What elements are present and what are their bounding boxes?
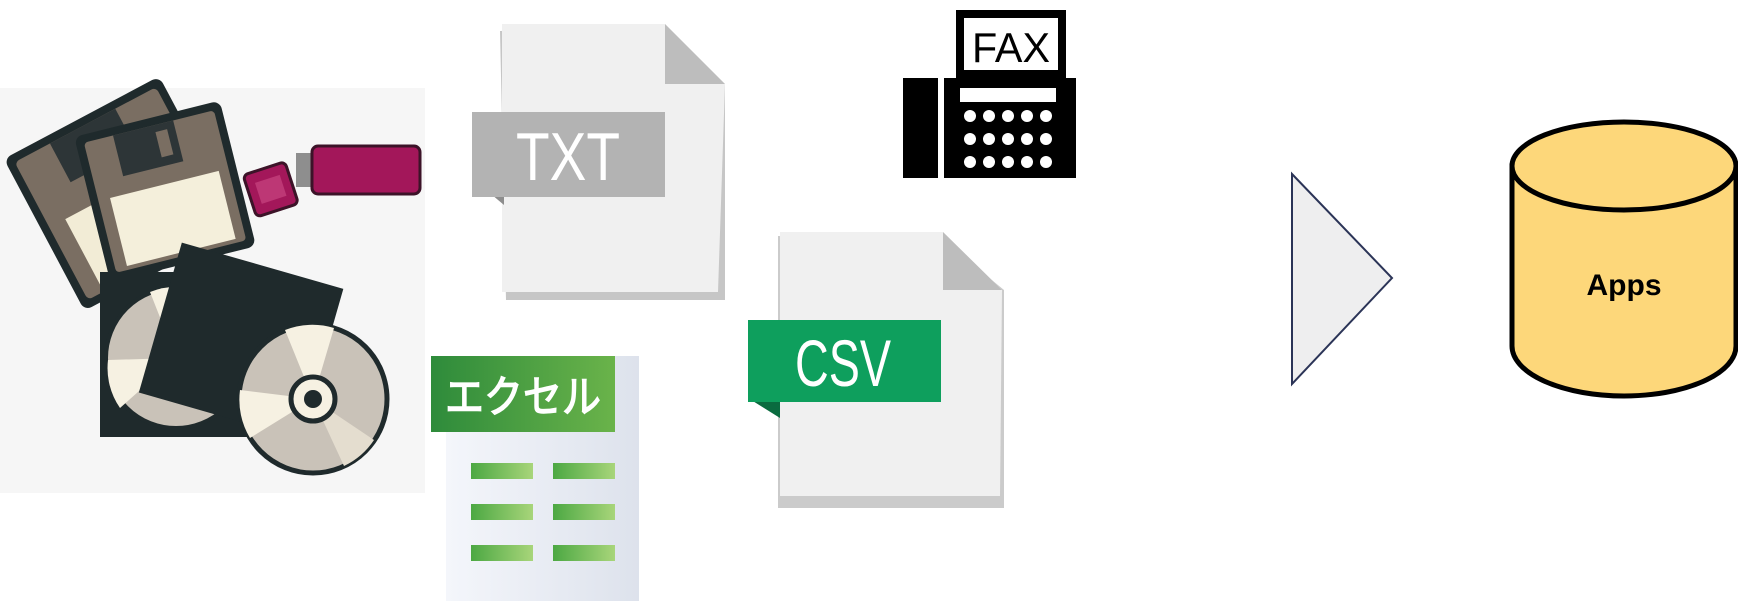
flow-arrow-icon <box>1291 171 1394 387</box>
csv-file-icon: CSV <box>748 232 1004 508</box>
txt-label: TXT <box>516 119 620 195</box>
cd-disc-front-icon <box>236 322 390 476</box>
apps-database-cylinder: Apps <box>1509 119 1738 399</box>
csv-label: CSV <box>795 326 891 400</box>
apps-label: Apps <box>1587 269 1662 302</box>
fax-label: FAX <box>972 24 1050 71</box>
excel-sheet-icon: エクセル <box>431 356 639 601</box>
storage-media-icon <box>0 79 425 493</box>
usb-drive-icon <box>242 144 422 218</box>
floppy-disk-front-icon <box>75 102 255 281</box>
txt-file-icon: TXT <box>472 24 725 300</box>
fax-machine-icon: FAX <box>903 10 1076 178</box>
excel-label: エクセル <box>445 373 601 422</box>
